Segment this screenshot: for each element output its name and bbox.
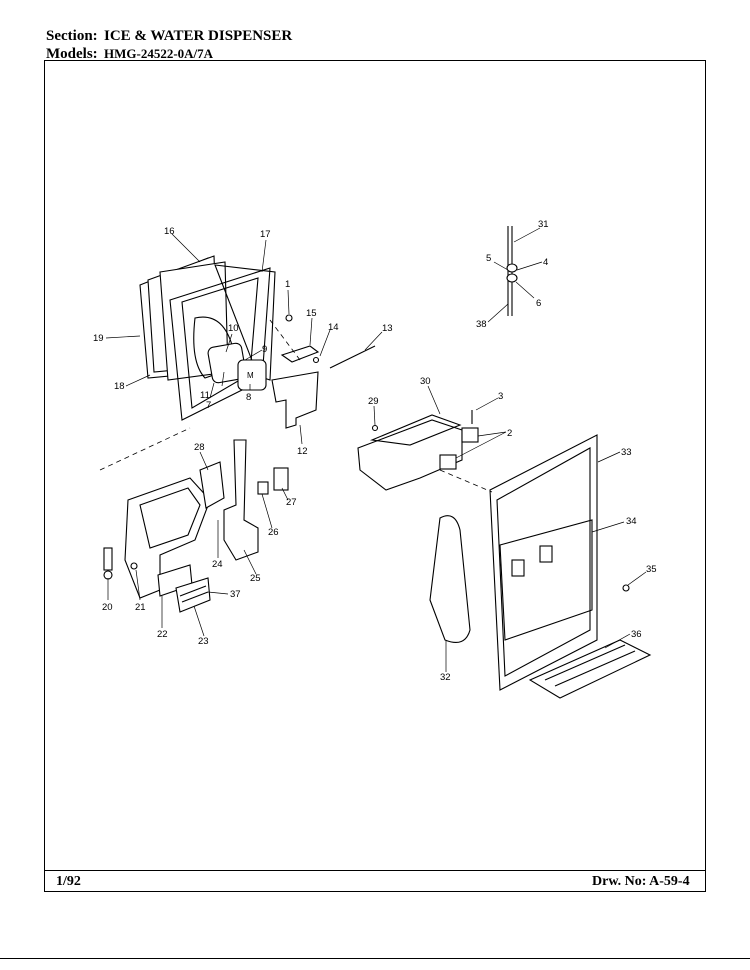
callout-24: 24 bbox=[212, 559, 223, 570]
water-tube-fitting bbox=[506, 226, 518, 316]
callout-26: 26 bbox=[268, 527, 279, 538]
callout-10: 10 bbox=[228, 323, 239, 334]
actuator-lever-assembly bbox=[103, 439, 289, 613]
callout-19: 19 bbox=[93, 333, 104, 344]
callout-28: 28 bbox=[194, 442, 205, 453]
callout-3: 3 bbox=[498, 391, 503, 402]
drawing-frame bbox=[44, 60, 706, 892]
models-value: HMG-24522-0A/7A bbox=[104, 46, 214, 61]
callout-15: 15 bbox=[306, 308, 317, 319]
callout-20: 20 bbox=[102, 602, 113, 613]
callout-labels: 1 2 3 4 5 6 7 8 9 10 11 12 13 14 15 16 1… bbox=[93, 219, 657, 683]
callout-21: 21 bbox=[135, 602, 146, 613]
callout-33: 33 bbox=[621, 447, 632, 458]
callout-1: 1 bbox=[285, 279, 290, 290]
callout-32: 32 bbox=[440, 672, 451, 683]
footer-divider bbox=[44, 870, 706, 872]
callout-35: 35 bbox=[646, 564, 657, 575]
drawing-number: Drw. No: A-59-4 bbox=[592, 874, 690, 889]
callout-36: 36 bbox=[631, 629, 642, 640]
models-label: Models: bbox=[46, 46, 98, 62]
callout-6: 6 bbox=[536, 298, 541, 309]
callout-25: 25 bbox=[250, 573, 261, 584]
callout-22: 22 bbox=[157, 629, 168, 640]
callout-38: 38 bbox=[476, 319, 487, 330]
footer-date: 1/92 bbox=[56, 874, 81, 889]
section-title: ICE & WATER DISPENSER bbox=[104, 28, 293, 44]
callout-23: 23 bbox=[198, 636, 209, 647]
callout-8: 8 bbox=[246, 392, 251, 403]
callout-7: 7 bbox=[206, 400, 211, 411]
switch-bracket-parts bbox=[271, 345, 376, 429]
callout-12: 12 bbox=[297, 446, 308, 457]
dispenser-module bbox=[357, 410, 479, 491]
section-label: Section: bbox=[46, 28, 98, 44]
callout-18: 18 bbox=[114, 381, 125, 392]
callout-4: 4 bbox=[543, 257, 548, 268]
callout-30: 30 bbox=[420, 376, 431, 387]
callout-31: 31 bbox=[538, 219, 549, 230]
callout-14: 14 bbox=[328, 322, 339, 333]
callout-9: 9 bbox=[262, 344, 267, 355]
callout-5: 5 bbox=[486, 253, 491, 264]
callout-34: 34 bbox=[626, 516, 637, 527]
callout-13: 13 bbox=[382, 323, 393, 334]
callout-29: 29 bbox=[368, 396, 379, 407]
svg-text:M: M bbox=[247, 371, 254, 380]
page-bottom-rule bbox=[0, 958, 750, 960]
callout-17: 17 bbox=[260, 229, 271, 240]
chute-door-assembly: M bbox=[139, 255, 293, 421]
callout-16: 16 bbox=[164, 226, 175, 237]
callout-27: 27 bbox=[286, 497, 297, 508]
callout-2: 2 bbox=[507, 428, 512, 439]
callout-11: 11 bbox=[200, 390, 210, 401]
callout-37: 37 bbox=[230, 589, 241, 600]
front-panel-assembly bbox=[429, 434, 652, 699]
